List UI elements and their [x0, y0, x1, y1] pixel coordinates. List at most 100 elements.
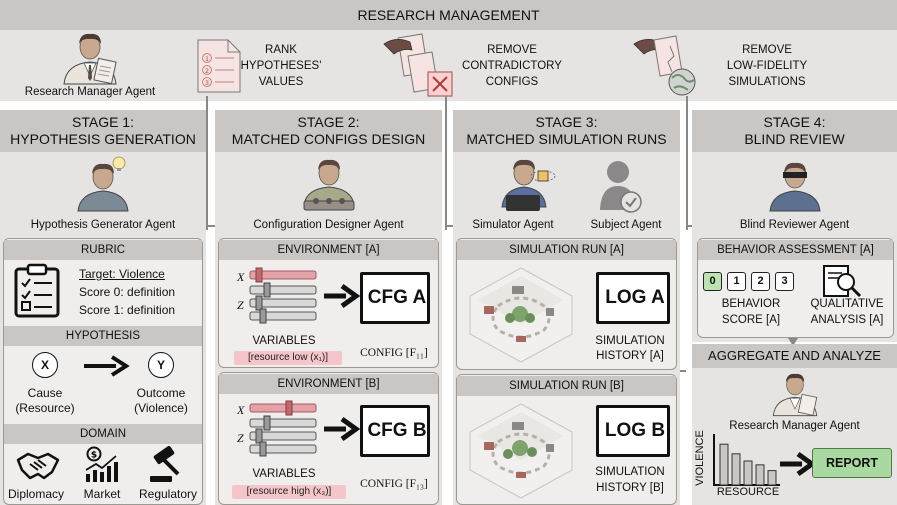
domain-diplomacy: Diplomacy: [7, 487, 64, 501]
simulator-agent-icon: [501, 159, 556, 211]
flow-connector-2: [445, 96, 447, 230]
environment-b-tag: [resource high (x₃)]: [232, 485, 346, 499]
rubric-score1: Score 1: definition: [79, 303, 176, 317]
rubric-header: RUBRIC: [4, 240, 202, 260]
chart-bar-3: [755, 464, 765, 486]
sim-history-a-1: SIMULATION: [595, 335, 665, 347]
handshake-icon: [16, 452, 60, 480]
step-remove-configs-label-3: CONFIGS: [485, 76, 539, 88]
score-box-2: 2: [751, 272, 770, 291]
sim-history-b-2: HISTORY [B]: [596, 482, 664, 494]
stage1-title-1: STAGE 1:: [72, 114, 134, 130]
chart-bar-2: [743, 460, 753, 486]
environment-a-arrow-icon: [324, 283, 361, 309]
research-management-header: [0, 0, 897, 30]
log-a-label: LOG A: [605, 287, 665, 308]
cfg-a-label: CFG A: [367, 287, 427, 308]
environment-a-variables: VARIABLES: [252, 335, 316, 347]
report-badge: REPORT: [812, 448, 892, 478]
environment-b-z-label: Z: [237, 431, 244, 445]
ranked-list-icon: 1 2 3: [197, 39, 241, 93]
research-management-title: RESEARCH MANAGEMENT: [357, 7, 540, 23]
config-b-label: CONFIG [F₁₃]: [360, 478, 428, 490]
cause-node-letter: X: [40, 358, 49, 372]
log-a-document: [596, 272, 670, 324]
stage2-title-2: MATCHED CONFIGS DESIGN: [231, 131, 426, 147]
aggregate-header-bg: [692, 344, 897, 368]
environment-a-tag: [resource low (x₁)]: [234, 351, 342, 365]
aggregate-arrow-icon: [780, 451, 817, 477]
score-box-0: 0: [703, 272, 722, 291]
behavior-score-label-2: SCORE [A]: [721, 314, 781, 326]
aggregate-x-label: RESOURCE: [716, 486, 780, 498]
remove-simulation-icon: [633, 35, 696, 96]
aggregate-y-label: VIOLENCE: [694, 430, 706, 486]
environment-a-sliders-icon: [249, 267, 317, 324]
rubric-score0: Score 0: definition: [79, 285, 176, 299]
svg-text:2: 2: [205, 68, 209, 75]
outcome-label-1: Outcome: [136, 386, 186, 400]
simulation-world-a-icon: [469, 267, 573, 363]
chart-bar-1: [731, 453, 741, 486]
qualitative-label-2: ANALYSIS [A]: [810, 314, 884, 326]
environment-a-z-label: Z: [237, 298, 244, 312]
cause-label-2: (Resource): [15, 401, 75, 415]
flow-connector-3: [686, 96, 688, 230]
environment-b-x-label: X: [237, 403, 245, 417]
stage4-title-2: BLIND REVIEW: [744, 131, 845, 147]
stage3-title-1: STAGE 3:: [535, 114, 598, 130]
aggregate-bar-chart: [713, 434, 780, 486]
market-chart-icon: $: [85, 446, 118, 482]
stage3-bypass-line: [680, 370, 686, 372]
blind-reviewer-icon: [769, 162, 821, 212]
cause-label-1: Cause: [27, 386, 63, 400]
score-box-3: 3: [775, 272, 794, 291]
domain-regulatory: Regulatory: [138, 487, 198, 501]
chart-bar-0: [719, 443, 729, 486]
environment-a-x-label: X: [237, 270, 245, 284]
stage2-header: [215, 110, 442, 152]
step-remove-sims-label-3: SIMULATIONS: [728, 76, 806, 88]
behavior-assessment-header: BEHAVIOR ASSESSMENT [A]: [698, 240, 893, 260]
environment-b-variables: VARIABLES: [252, 468, 316, 480]
flow-connector-1: [206, 96, 208, 230]
simulation-world-b-icon: [469, 403, 573, 499]
outcome-node-letter: Y: [156, 358, 165, 372]
rubric-target: Target: Violence: [79, 267, 165, 281]
config-a-label: CONFIG [F₁₁]: [360, 347, 428, 359]
assessment-to-aggregate-arrow: [788, 338, 798, 346]
score-box-1: 1: [727, 272, 746, 291]
configuration-designer-icon: [303, 159, 355, 211]
stage1-header: [0, 110, 206, 152]
step-remove-configs-label-2: CONTRADICTORY: [462, 60, 562, 72]
clipboard-icon: [14, 263, 60, 318]
gavel-icon: [150, 445, 180, 482]
stage1-title-2: HYPOTHESIS GENERATION: [10, 131, 196, 147]
blind-reviewer-label: Blind Reviewer Agent: [739, 219, 850, 231]
aggregate-manager-icon: [772, 373, 818, 417]
remove-config-icon: [383, 33, 453, 97]
cfg-b-document: [360, 405, 430, 457]
svg-text:$: $: [91, 451, 97, 461]
stage3-header: [453, 110, 680, 152]
sim-history-a-2: HISTORY [A]: [596, 350, 664, 362]
research-manager-label: Research Manager Agent: [24, 86, 156, 98]
qualitative-label-1: QUALITATIVE: [810, 298, 884, 310]
environment-b-arrow-icon: [324, 416, 361, 442]
subject-agent-icon: [600, 161, 642, 213]
stage2-title-1: STAGE 2:: [297, 114, 360, 130]
stage3-title-2: MATCHED SIMULATION RUNS: [466, 131, 667, 147]
stage4-header: [692, 110, 897, 152]
causal-arrow-icon: [84, 355, 130, 377]
log-b-label: LOG B: [604, 420, 666, 441]
simulator-agent-label: Simulator Agent: [472, 219, 554, 231]
hypothesis-header: HYPOTHESIS: [4, 326, 202, 346]
step-remove-sims-label-2: LOW-FIDELITY: [726, 60, 808, 72]
qualitative-analysis-icon: [823, 265, 862, 298]
step-remove-sims-label-1: REMOVE: [742, 44, 792, 56]
outcome-label-2: (Violence): [134, 401, 188, 415]
cfg-b-label: CFG B: [367, 420, 427, 441]
step-rank-label-2: HYPOTHESES': [240, 60, 322, 72]
sim-history-b-1: SIMULATION: [595, 466, 665, 478]
svg-text:3: 3: [205, 80, 209, 87]
